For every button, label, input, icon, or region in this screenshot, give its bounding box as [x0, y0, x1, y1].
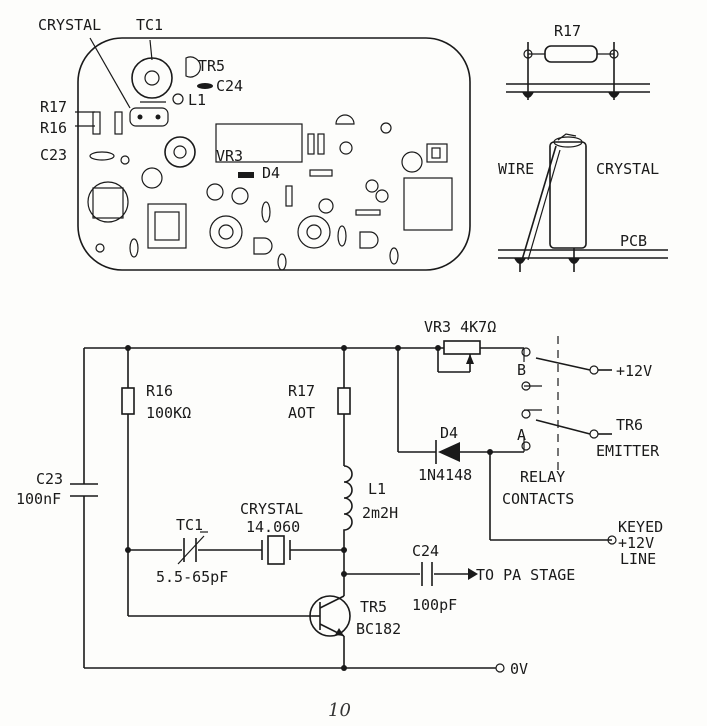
- detail-wire: [521, 145, 557, 261]
- tr5-transistor: [309, 595, 351, 637]
- detail-wire-label: WIRE: [498, 160, 534, 178]
- r16-label: R16: [146, 382, 173, 400]
- crystal-pad: [129, 107, 169, 127]
- detail-r17-body: [544, 45, 598, 63]
- r16-resistor: [121, 387, 135, 415]
- d4-diode: [438, 442, 460, 462]
- page-number: 10: [328, 700, 351, 721]
- tc1-trimmer: [131, 57, 173, 99]
- vr3-pot: [164, 136, 196, 168]
- detail-pcb-label: PCB: [620, 232, 647, 250]
- r16-value: 100KΩ: [146, 404, 191, 422]
- schematic-wiring: [83, 336, 612, 669]
- contact-a-label: A: [517, 426, 526, 444]
- crystal-mounting-detail: WIRE CRYSTAL PCB: [498, 133, 668, 272]
- ground-label: 0V: [510, 660, 528, 678]
- schematic-labels: VR3 4K7Ω +12V B A TR6 EMITTER D4 1N4148 …: [16, 318, 663, 678]
- layout-c23-label: C23: [40, 146, 67, 164]
- detail-crystal-can: [549, 141, 587, 249]
- relay-label: RELAY: [520, 468, 565, 486]
- pcb-layout: [75, 37, 471, 271]
- pcb-outline: [77, 37, 471, 271]
- pcb-layout-labels: CRYSTAL TC1 TR5 C24 L1 R17 R16 C23 VR3 D…: [38, 16, 280, 182]
- layout-vr3-label: VR3: [216, 147, 243, 165]
- crystal-label: CRYSTAL: [240, 500, 303, 518]
- keyed-label: KEYED: [618, 518, 663, 536]
- emitter-label: EMITTER: [596, 442, 660, 460]
- c23-label: C23: [36, 470, 63, 488]
- crystal-frequency: 14.060: [246, 518, 300, 536]
- layout-tc1-label: TC1: [136, 16, 163, 34]
- layout-d4-label: D4: [262, 164, 280, 182]
- line-label: LINE: [620, 550, 656, 568]
- crystal-symbol: [267, 535, 285, 565]
- contact-b-label: B: [517, 361, 526, 379]
- layout-r16-label: R16: [40, 119, 67, 137]
- layout-crystal-label: CRYSTAL: [38, 16, 101, 34]
- keyed-voltage-label: +12V: [618, 534, 654, 552]
- layout-c24-label: C24: [216, 77, 243, 95]
- layout-tr5-label: TR5: [198, 57, 225, 75]
- c23-value: 100nF: [16, 490, 61, 508]
- r17-value: AOT: [288, 404, 315, 422]
- tr5-part-label: BC182: [356, 620, 401, 638]
- schematic-components: [70, 340, 617, 673]
- layout-r17-label: R17: [40, 98, 67, 116]
- tr5-outline: [185, 56, 201, 78]
- r17-mounting-detail: R17: [506, 22, 650, 100]
- c24-label: C24: [412, 542, 439, 560]
- d4-part-label: 1N4148: [418, 466, 472, 484]
- l1-label: L1: [368, 480, 386, 498]
- tr5-label: TR5: [360, 598, 387, 616]
- r17-label: R17: [288, 382, 315, 400]
- l1-value: 2m2H: [362, 504, 398, 522]
- vr3-resistor: [443, 340, 481, 355]
- to-pa-stage-label: TO PA STAGE: [476, 566, 575, 584]
- detail-r17-label: R17: [554, 22, 581, 40]
- layout-l1-label: L1: [188, 91, 206, 109]
- detail-crystal-label: CRYSTAL: [596, 160, 659, 178]
- contacts-label: CONTACTS: [502, 490, 574, 508]
- vr3-label: VR3 4K7Ω: [424, 318, 496, 336]
- r17-resistor: [337, 387, 351, 415]
- d4-label: D4: [440, 424, 458, 442]
- l1-inductor: [343, 465, 353, 532]
- tc1-value: 5.5-65pF: [156, 568, 228, 586]
- tr6-label: TR6: [616, 416, 643, 434]
- tc1-label: TC1: [176, 516, 203, 534]
- plus12v-label: +12V: [616, 362, 652, 380]
- c24-value: 100pF: [412, 596, 457, 614]
